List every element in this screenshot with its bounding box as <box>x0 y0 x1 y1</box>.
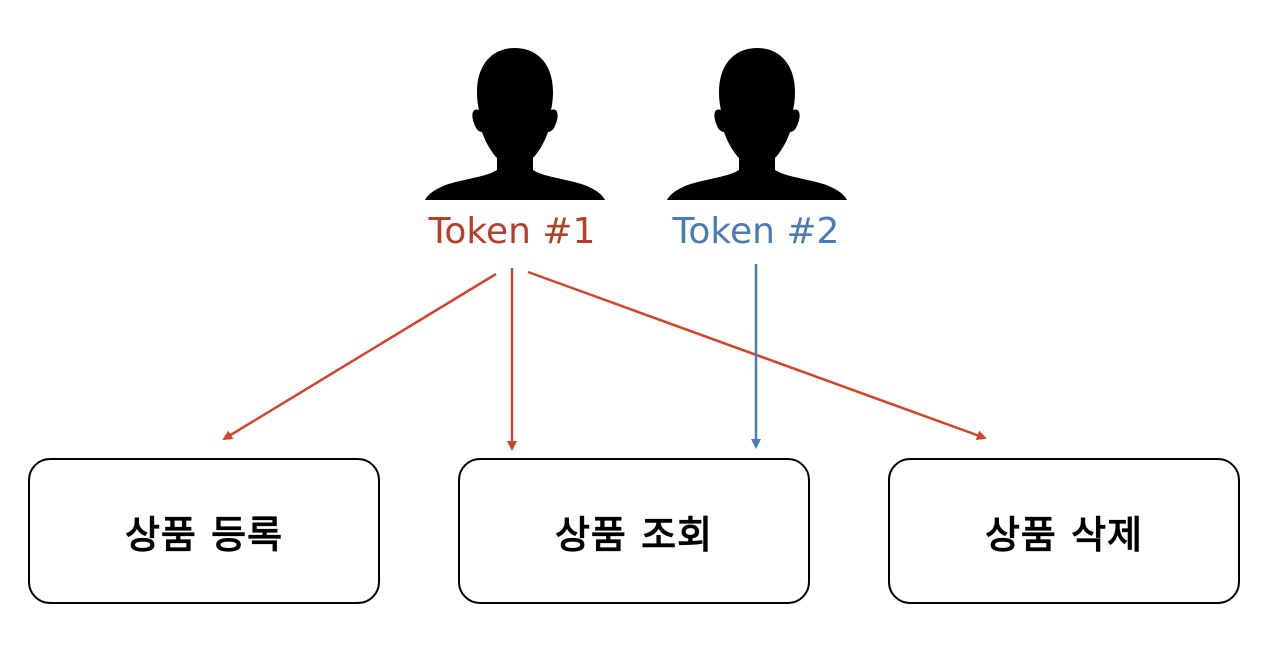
token-1-label: Token #1 <box>428 211 596 252</box>
service-box-view: 상품 조회 <box>458 458 810 604</box>
service-box-register: 상품 등록 <box>28 458 380 604</box>
user-silhouette-icon <box>425 40 605 200</box>
service-label-register: 상품 등록 <box>124 512 284 557</box>
service-label-view: 상품 조회 <box>554 512 714 557</box>
user-silhouette-icon <box>667 40 847 200</box>
service-box-delete: 상품 삭제 <box>888 458 1240 604</box>
arrow-token1-to-register <box>222 272 497 441</box>
service-label-delete: 상품 삭제 <box>984 512 1144 557</box>
token-2-label: Token #2 <box>672 211 840 252</box>
